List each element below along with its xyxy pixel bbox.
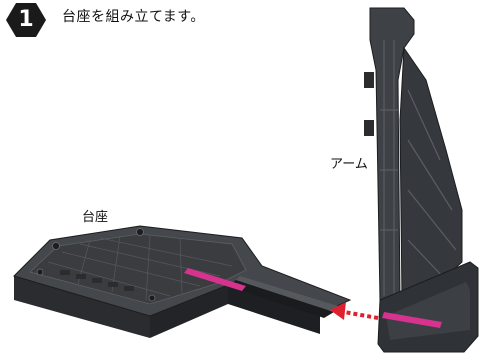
step-instruction: 台座を組み立てます。 [62,9,205,25]
arm-part [364,7,479,353]
step-header: 1 台座を組み立てます。 [0,0,486,40]
step-number-hexagon-icon [6,3,46,37]
step-number: 1 [18,7,34,32]
base-part [13,225,352,338]
base-label: 台座 [82,210,109,225]
insert-arrow-icon [330,302,379,320]
arm-label: アーム [330,157,368,172]
